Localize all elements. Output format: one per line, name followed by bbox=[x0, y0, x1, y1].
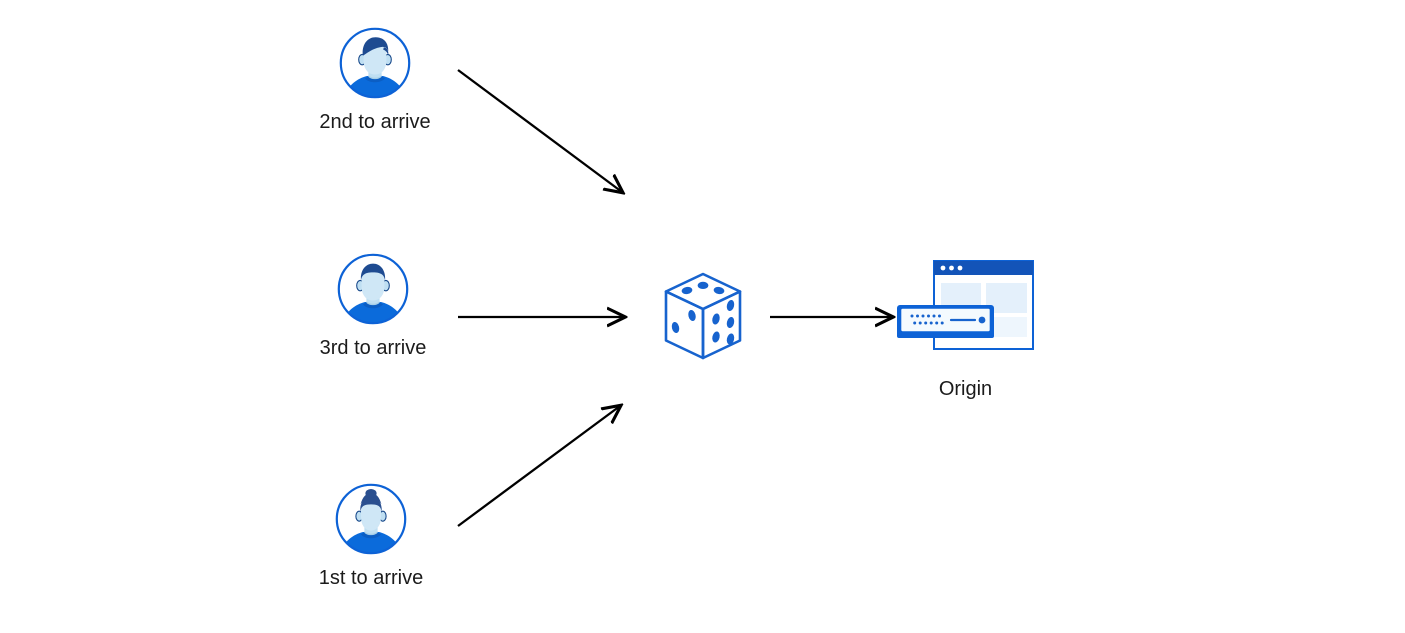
origin-server-icon bbox=[893, 255, 1038, 365]
arrow-2nd-to-dice bbox=[457, 69, 622, 192]
dice-icon bbox=[661, 271, 745, 361]
node-person-3rd: 3rd to arrive bbox=[309, 252, 437, 360]
node-person-1st: 1st to arrive bbox=[307, 482, 435, 590]
user-avatar-icon bbox=[334, 482, 408, 556]
node-dice bbox=[661, 271, 745, 361]
node-label-person-2nd: 2nd to arrive bbox=[319, 111, 431, 133]
node-label-person-1st: 1st to arrive bbox=[318, 567, 424, 589]
arrow-1st-to-dice bbox=[457, 406, 620, 527]
node-person-2nd: 2nd to arrive bbox=[311, 26, 439, 134]
user-avatar-icon bbox=[338, 26, 412, 100]
router-appliance bbox=[897, 305, 994, 338]
user-avatar-icon bbox=[336, 252, 410, 326]
node-label-person-3rd: 3rd to arrive bbox=[319, 337, 427, 359]
node-label-origin: Origin bbox=[938, 378, 993, 400]
node-origin: Origin bbox=[893, 255, 1038, 401]
